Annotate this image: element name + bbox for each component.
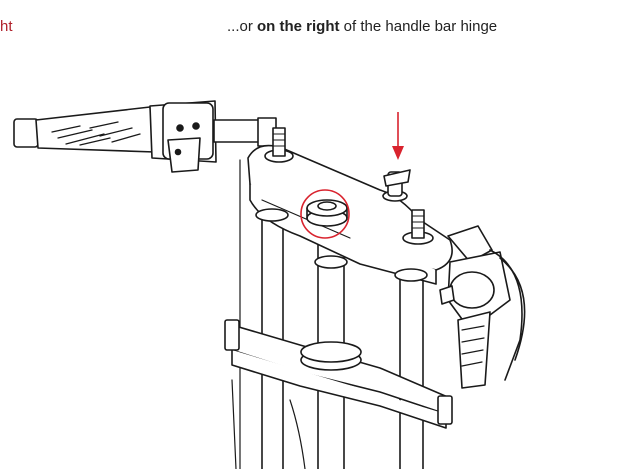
left-handlebar-grip — [13, 100, 217, 173]
highlight-circle-marker — [300, 189, 350, 239]
right-stem-bolt — [402, 209, 434, 245]
handlebar-tube — [213, 117, 277, 147]
left-stem-bolt — [264, 127, 294, 163]
caption-left-fragment: ht — [0, 18, 13, 35]
caption-right-prefix: ...or — [227, 18, 258, 35]
caption-right: ...or on the right of the handle bar hin… — [227, 18, 497, 35]
fork-clamp-bands — [255, 208, 428, 282]
lower-triple-clamp — [224, 319, 453, 429]
caption-right-suffix: of the handle bar hinge — [339, 18, 498, 35]
arrow-down-icon — [392, 112, 404, 160]
handlebar-hinge-knob — [382, 169, 411, 202]
steering-stem-nut — [306, 199, 348, 227]
right-handlebar-assembly — [439, 225, 526, 389]
caption-right-bold: on the right — [257, 18, 340, 35]
